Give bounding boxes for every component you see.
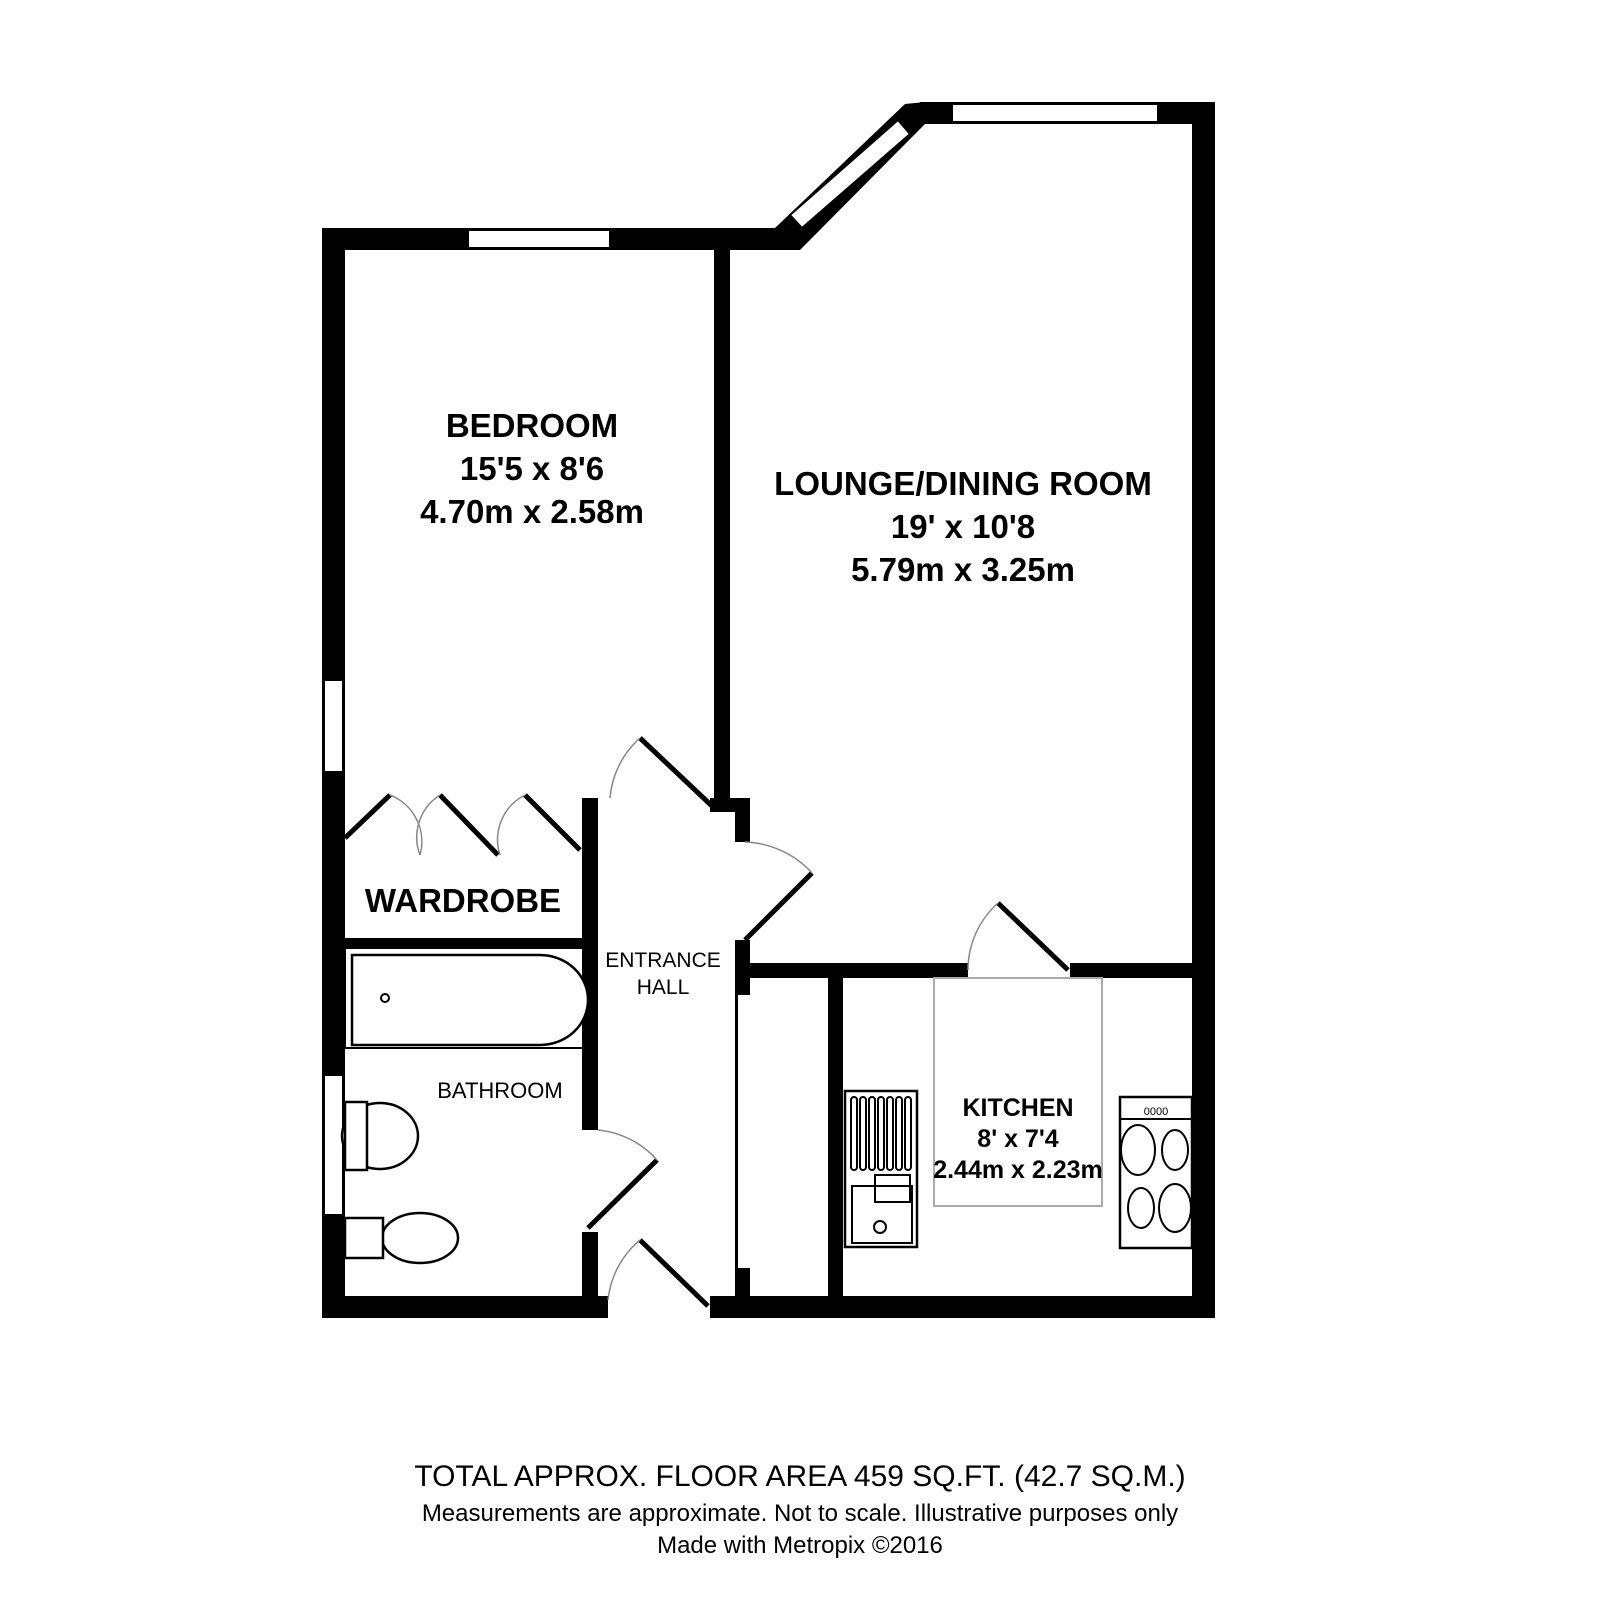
drainer-rib bbox=[850, 1096, 858, 1171]
lounge-window bbox=[951, 103, 1159, 123]
bedroom-window bbox=[467, 229, 611, 249]
drainer-rib bbox=[904, 1096, 912, 1171]
walls bbox=[322, 102, 1215, 1318]
bathroom-fixtures bbox=[340, 947, 590, 1265]
bay-window bbox=[788, 118, 912, 230]
bedroom-imperial: 15'5 x 8'6 bbox=[460, 450, 604, 487]
bedroom-side-window bbox=[323, 679, 344, 773]
lounge-imperial: 19' x 10'8 bbox=[891, 508, 1035, 545]
kitchen-name: KITCHEN bbox=[962, 1094, 1073, 1122]
hall-name-line1: ENTRANCE bbox=[605, 949, 721, 972]
kitchen-imperial: 8' x 7'4 bbox=[977, 1125, 1058, 1153]
disclaimer: Measurements are approximate. Not to sca… bbox=[421, 1500, 1179, 1527]
bedroom-name: BEDROOM bbox=[446, 407, 618, 444]
windows bbox=[323, 103, 1159, 1216]
bathroom-name: BATHROOM bbox=[437, 1078, 562, 1103]
kitchen-fixtures: 0000 bbox=[843, 977, 1194, 1250]
wardrobe-name: WARDROBE bbox=[365, 882, 561, 919]
kitchen-metric: 2.44m x 2.23m bbox=[933, 1156, 1103, 1184]
drainer-rib bbox=[895, 1096, 903, 1171]
lounge-name: LOUNGE/DINING ROOM bbox=[774, 465, 1152, 502]
drainer-rib bbox=[868, 1096, 876, 1171]
lounge-metric: 5.79m x 3.25m bbox=[851, 551, 1075, 588]
hob-label: 0000 bbox=[1144, 1106, 1168, 1118]
drainer-rib bbox=[877, 1096, 885, 1171]
hall-name-line2: HALL bbox=[637, 976, 690, 999]
bathroom-window bbox=[323, 1074, 344, 1216]
doors bbox=[343, 736, 1070, 1308]
room-labels: BEDROOM 15'5 x 8'6 4.70m x 2.58m LOUNGE/… bbox=[365, 407, 1152, 1184]
total-floor-area: TOTAL APPROX. FLOOR AREA 459 SQ.FT. (42.… bbox=[414, 1460, 1186, 1493]
bedroom-metric: 4.70m x 2.58m bbox=[420, 493, 644, 530]
toilet bbox=[380, 1211, 460, 1265]
credit: Made with Metropix ©2016 bbox=[657, 1532, 943, 1559]
bathtub bbox=[350, 953, 590, 1047]
drainer-rib bbox=[886, 1096, 894, 1171]
drainer-rib bbox=[859, 1096, 867, 1171]
